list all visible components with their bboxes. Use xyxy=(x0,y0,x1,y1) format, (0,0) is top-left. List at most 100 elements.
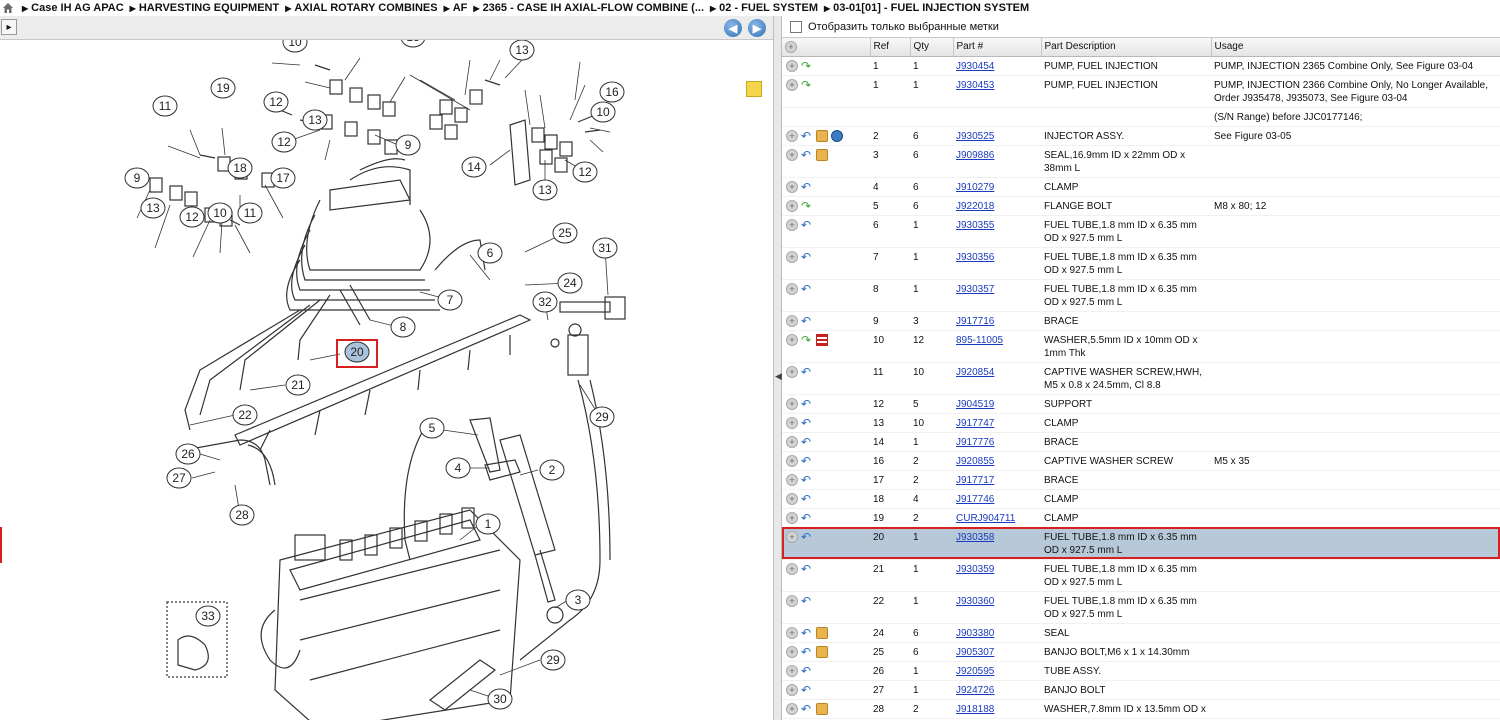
callout-1[interactable]: 1 xyxy=(475,513,501,535)
part-number-link[interactable]: J905307 xyxy=(956,646,995,658)
callout-17[interactable]: 17 xyxy=(270,167,296,189)
callout-29[interactable]: 29 xyxy=(589,406,615,428)
go-to-figure-icon[interactable]: ↷ xyxy=(801,332,812,347)
add-to-cart-icon[interactable]: + xyxy=(786,333,798,346)
callout-12[interactable]: 12 xyxy=(271,131,297,153)
callout-18[interactable]: 18 xyxy=(227,157,253,179)
callout-27[interactable]: 27 xyxy=(166,467,192,489)
callout-32[interactable]: 32 xyxy=(532,291,558,313)
reference-arrow-icon[interactable]: ↶ xyxy=(801,249,812,264)
part-number-link[interactable]: J917716 xyxy=(956,315,995,327)
callout-11[interactable]: 11 xyxy=(152,95,178,117)
reference-arrow-icon[interactable]: ↶ xyxy=(801,313,812,328)
part-number-link[interactable]: J917776 xyxy=(956,436,995,448)
globe-icon[interactable] xyxy=(831,129,843,142)
callout-7[interactable]: 7 xyxy=(437,289,463,311)
reference-arrow-icon[interactable]: ↶ xyxy=(801,561,812,576)
show-selected-only-checkbox[interactable] xyxy=(790,20,802,33)
add-to-cart-icon[interactable]: + xyxy=(786,59,798,72)
go-to-figure-icon[interactable]: ↷ xyxy=(801,198,812,213)
add-to-cart-icon[interactable]: + xyxy=(786,664,798,677)
parts-diagram[interactable]: 1110121312101113101610191191318171210111… xyxy=(0,40,773,720)
add-to-cart-icon[interactable]: + xyxy=(786,365,798,378)
callout-30[interactable]: 30 xyxy=(487,688,513,710)
add-all-icon[interactable]: + xyxy=(785,40,797,53)
callout-10[interactable]: 10 xyxy=(282,40,308,53)
callout-13[interactable]: 13 xyxy=(302,109,328,131)
callout-33[interactable]: 33 xyxy=(195,605,221,627)
part-number-link[interactable]: J917746 xyxy=(956,493,995,505)
panel-splitter[interactable]: ◀ xyxy=(773,16,782,720)
callout-12[interactable]: 12 xyxy=(572,161,598,183)
add-to-cart-icon[interactable]: + xyxy=(786,626,798,639)
reference-arrow-icon[interactable]: ↶ xyxy=(801,415,812,430)
callout-8[interactable]: 8 xyxy=(390,316,416,338)
reference-arrow-icon[interactable]: ↶ xyxy=(801,179,812,194)
part-number-link[interactable]: J924726 xyxy=(956,684,995,696)
callout-21[interactable]: 21 xyxy=(285,374,311,396)
reference-arrow-icon[interactable]: ↶ xyxy=(801,396,812,411)
add-to-cart-icon[interactable]: + xyxy=(786,199,798,212)
add-to-cart-icon[interactable]: + xyxy=(786,562,798,575)
header-actions[interactable]: + xyxy=(782,38,871,57)
reference-arrow-icon[interactable]: ↶ xyxy=(801,434,812,449)
next-page-button[interactable]: ▶ xyxy=(748,19,766,37)
reference-arrow-icon[interactable]: ↶ xyxy=(801,147,812,162)
part-number-link[interactable]: J920855 xyxy=(956,455,995,467)
add-to-cart-icon[interactable]: + xyxy=(786,594,798,607)
add-to-cart-icon[interactable]: + xyxy=(786,148,798,161)
add-to-cart-icon[interactable]: + xyxy=(786,492,798,505)
part-number-link[interactable]: J930358 xyxy=(956,531,995,543)
header-part-description[interactable]: Part Description xyxy=(1041,38,1212,57)
add-to-cart-icon[interactable]: + xyxy=(786,645,798,658)
part-number-link[interactable]: J910279 xyxy=(956,181,995,193)
reference-arrow-icon[interactable]: ↶ xyxy=(801,217,812,232)
table-row[interactable]: (S/N Range) before JJC0177146; xyxy=(782,107,1500,127)
part-number-link[interactable]: J930360 xyxy=(956,595,995,607)
breadcrumb-item[interactable]: ▶HARVESTING EQUIPMENT xyxy=(130,2,280,14)
add-to-cart-icon[interactable]: + xyxy=(786,218,798,231)
part-number-link[interactable]: 895-11005 xyxy=(956,334,1004,346)
callout-14[interactable]: 14 xyxy=(461,156,487,178)
package-icon[interactable] xyxy=(816,702,828,715)
reference-arrow-icon[interactable]: ↶ xyxy=(801,593,812,608)
reference-arrow-icon[interactable]: ↶ xyxy=(801,453,812,468)
part-number-link[interactable]: CURJ904711 xyxy=(956,512,1016,524)
callout-13[interactable]: 13 xyxy=(401,40,425,48)
breadcrumb-item[interactable]: ▶03-01[01] - FUEL INJECTION SYSTEM xyxy=(824,2,1029,14)
add-to-cart-icon[interactable]: + xyxy=(786,511,798,524)
callout-16[interactable]: 16 xyxy=(599,81,625,103)
breadcrumb-item[interactable]: ▶2365 - CASE IH AXIAL-FLOW COMBINE (... xyxy=(473,2,704,14)
home-icon[interactable] xyxy=(0,0,16,16)
add-to-cart-icon[interactable]: + xyxy=(786,78,798,91)
reference-arrow-icon[interactable]: ↶ xyxy=(801,682,812,697)
breadcrumb-item[interactable]: ▶Case IH AG APAC xyxy=(22,2,124,14)
package-icon[interactable] xyxy=(816,626,828,639)
callout-10[interactable]: 10 xyxy=(207,202,233,224)
add-to-cart-icon[interactable]: + xyxy=(786,282,798,295)
header-part-number[interactable]: Part # xyxy=(953,38,1042,57)
go-to-figure-icon[interactable]: ↷ xyxy=(801,77,812,92)
part-number-link[interactable]: J930355 xyxy=(956,219,995,231)
callout-19[interactable]: 19 xyxy=(210,77,236,99)
add-to-cart-icon[interactable]: + xyxy=(786,416,798,429)
reference-arrow-icon[interactable]: ↶ xyxy=(801,644,812,659)
part-number-link[interactable]: J930357 xyxy=(956,283,995,295)
callout-24[interactable]: 24 xyxy=(557,272,583,294)
callout-20[interactable]: 20 xyxy=(344,341,370,363)
package-icon[interactable] xyxy=(816,148,828,161)
header-ref[interactable]: Ref xyxy=(870,38,911,57)
